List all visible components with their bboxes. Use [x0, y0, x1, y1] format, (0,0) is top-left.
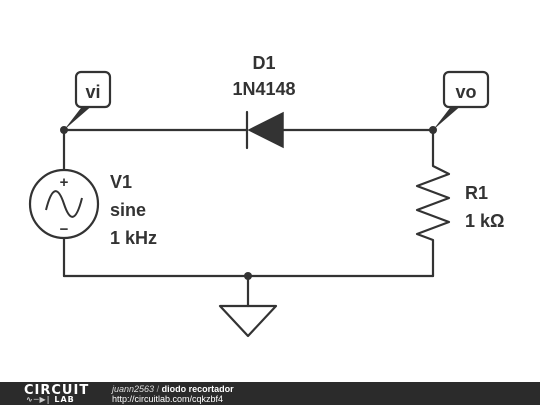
- resistor-symbol[interactable]: [415, 158, 451, 247]
- separator: /: [156, 384, 160, 394]
- source-freq: 1 kHz: [110, 228, 157, 248]
- source-plus-sign: +: [60, 174, 69, 191]
- circuit-title[interactable]: diodo recortador: [161, 384, 234, 394]
- resistor-name: R1: [465, 183, 488, 203]
- ground-symbol[interactable]: [218, 274, 278, 338]
- logo-lab-text: LAB: [54, 395, 75, 404]
- source-minus-sign: −: [60, 221, 69, 238]
- diode-name: D1: [252, 53, 275, 73]
- diode-part: 1N4148: [232, 79, 295, 99]
- probe-vo-label: vo: [455, 82, 476, 102]
- probe-vi-label: vi: [85, 82, 100, 102]
- circuitlab-logo-bottom[interactable]: ∿─▶| LAB: [26, 395, 75, 404]
- sine-source-symbol[interactable]: [28, 168, 100, 240]
- circuit-url-link[interactable]: http://circuitlab.com/cqkzbf4: [112, 394, 224, 404]
- source-type: sine: [110, 200, 146, 220]
- footer-bar: CIRCUIT ∿─▶| LAB juann2563 / diodo recor…: [0, 382, 540, 405]
- probe-vi[interactable]: [64, 70, 112, 130]
- circuitlab-logo-top[interactable]: CIRCUIT: [24, 383, 90, 398]
- credit-line: juann2563 / diodo recortador: [112, 384, 234, 394]
- diode-symbol[interactable]: [245, 110, 284, 150]
- resistor-value: 1 kΩ: [465, 211, 504, 231]
- source-name: V1: [110, 172, 132, 192]
- probe-vo[interactable]: [433, 70, 490, 130]
- logo-line-icon: ∿─▶|: [26, 395, 51, 404]
- author-link[interactable]: juann2563: [112, 384, 155, 394]
